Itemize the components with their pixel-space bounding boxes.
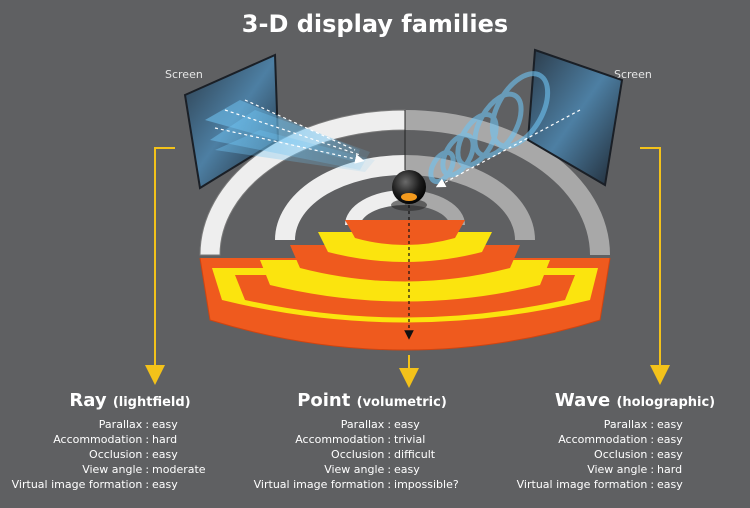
family-name: Point (volumetric) xyxy=(297,390,447,411)
property-row: View angle:easy xyxy=(324,463,420,476)
connector-arrows xyxy=(145,147,670,388)
property-list: Parallax:easy Accommodation:easy Occlusi… xyxy=(505,417,750,492)
diagram-title: 3-D display families xyxy=(241,10,509,38)
family-name: Ray (lightfield) xyxy=(69,390,191,411)
family-point: Point (volumetric) Parallax:easy Accommo… xyxy=(242,390,502,492)
property-row: Virtual image formation:impossible? xyxy=(253,478,459,491)
property-row: Parallax:easy xyxy=(603,418,683,431)
property-row: Virtual image formation:easy xyxy=(516,478,683,491)
property-row: Accommodation:hard xyxy=(53,433,178,446)
property-list: Parallax:easy Accommodation:hard Occlusi… xyxy=(0,417,260,492)
holographic-wavefronts xyxy=(428,71,551,185)
front-fan-sector xyxy=(199,220,611,351)
property-row: Occlusion:easy xyxy=(89,448,178,461)
family-name: Wave (holographic) xyxy=(554,390,716,411)
right-screen xyxy=(526,48,624,187)
family-wave: Wave (holographic) Parallax:easy Accommo… xyxy=(505,390,750,492)
property-row: Accommodation:easy xyxy=(558,433,683,446)
screen-label-left: Screen xyxy=(165,68,203,81)
property-row: Occlusion:difficult xyxy=(331,448,436,461)
property-row: View angle:hard xyxy=(587,463,683,476)
property-row: View angle:moderate xyxy=(82,463,206,476)
volumetric-point-ball xyxy=(391,110,427,211)
property-row: Parallax:easy xyxy=(340,418,420,431)
family-ray: Ray (lightfield) Parallax:easy Accommoda… xyxy=(0,390,260,492)
property-list: Parallax:easy Accommodation:trivial Occl… xyxy=(242,417,502,492)
screen-label-right: Screen xyxy=(614,68,652,81)
property-row: Occlusion:easy xyxy=(594,448,683,461)
property-row: Virtual image formation:easy xyxy=(11,478,178,491)
lightfield-beams xyxy=(205,99,375,172)
property-row: Accommodation:trivial xyxy=(295,433,426,446)
property-row: Parallax:easy xyxy=(98,418,178,431)
